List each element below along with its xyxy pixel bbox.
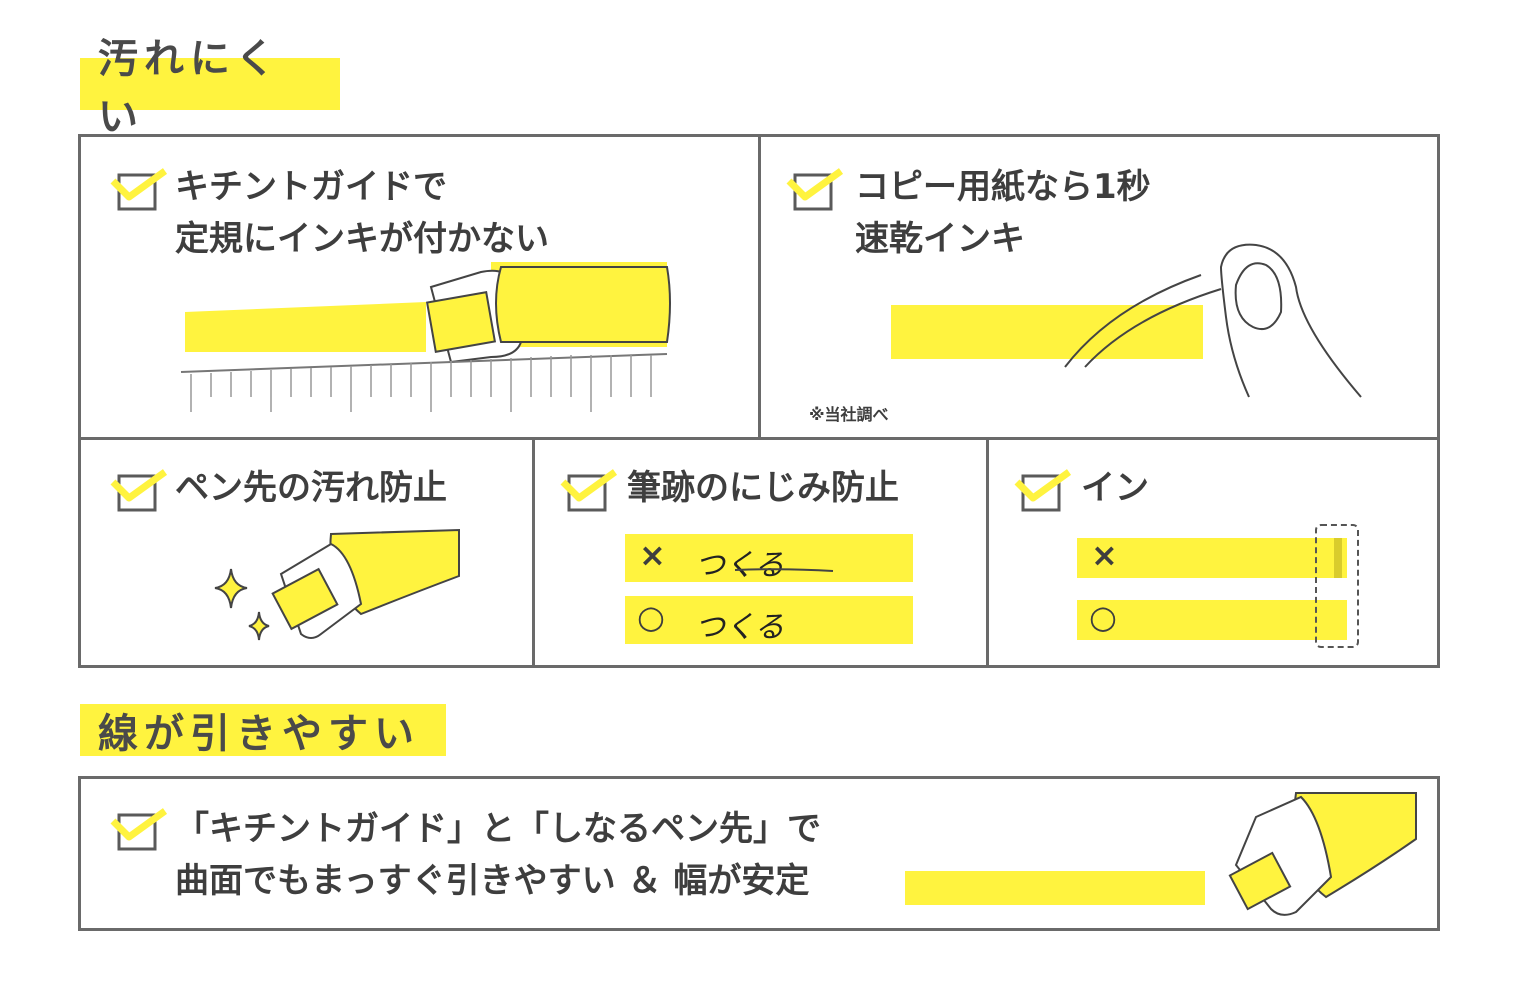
clean-handwriting: つくる (695, 610, 785, 645)
checkbox-check-icon (786, 168, 844, 211)
smudge-streak (734, 568, 834, 572)
checkbox-check-icon (110, 168, 168, 211)
highlight-good-row (625, 596, 913, 644)
section-heading-text: 線が引きやすい (98, 711, 420, 757)
checkbox-check-icon (1014, 469, 1072, 512)
ruler-highlighter-illustration (180, 262, 671, 412)
panel-title-line1: 「キチントガイド」と「しなるペン先」で (175, 809, 821, 849)
checkbox-check-icon (560, 469, 618, 512)
circle-mark: ○ (637, 598, 665, 636)
panel-ruler-guide: キチントガイドで 定規にインキが付かない (78, 134, 761, 440)
highlighter-pen-illustration (1228, 792, 1417, 916)
sparkle-pen-tip-illustration (214, 528, 460, 641)
panel-in-line: イン × ○ (986, 437, 1440, 668)
panel-easy-line: 「キチントガイド」と「しなるペン先」で 曲面でもまっすぐ引きやすい ＆ 幅が安定 (78, 776, 1440, 931)
panel-title-line2: 定規にインキが付かない (175, 219, 549, 259)
highlight-good-row (1077, 600, 1347, 640)
section-heading-stain-resistant: 汚れにくい (80, 36, 340, 140)
panel-title-line1: キチントガイドで (175, 167, 447, 207)
section-heading-text: 汚れにくい (98, 36, 282, 140)
highlight-stroke (891, 305, 1203, 359)
section-heading-easy-line: 線が引きやすい (80, 704, 446, 757)
panel-title-line2: 速乾インキ (855, 219, 1025, 259)
highlight-bad-row (625, 534, 913, 582)
panel-no-bleed: 筆跡のにじみ防止 × つくる ○ つくる (532, 437, 989, 668)
panel-title-line1: 筆跡のにじみ防止 (627, 468, 899, 508)
panel-title-line2: 曲面でもまっすぐ引きやすい ＆ 幅が安定 (175, 861, 810, 901)
highlight-stroke (905, 871, 1205, 905)
panel-title-line1: コピー用紙なら1秒 (855, 167, 1151, 207)
cross-mark: × (639, 536, 666, 574)
checkbox-check-icon (110, 808, 168, 851)
footnote: ※当社調べ (809, 405, 889, 424)
highlight-bad-row (1077, 538, 1347, 578)
dashed-end-box (1315, 524, 1359, 648)
finger-swipe-icon (1064, 243, 1362, 398)
panel-title-line1: イン (1081, 468, 1149, 508)
panel-quick-dry: コピー用紙なら1秒 速乾インキ ※当社調べ (758, 134, 1440, 440)
panel-tip-clean: ペン先の汚れ防止 (78, 437, 535, 668)
cross-mark: × (1091, 536, 1118, 574)
panel-title-line1: ペン先の汚れ防止 (175, 468, 447, 508)
checkbox-check-icon (110, 469, 168, 512)
ink-pool (1334, 538, 1342, 578)
circle-mark: ○ (1089, 598, 1117, 636)
smudged-handwriting: つくる (695, 548, 785, 583)
